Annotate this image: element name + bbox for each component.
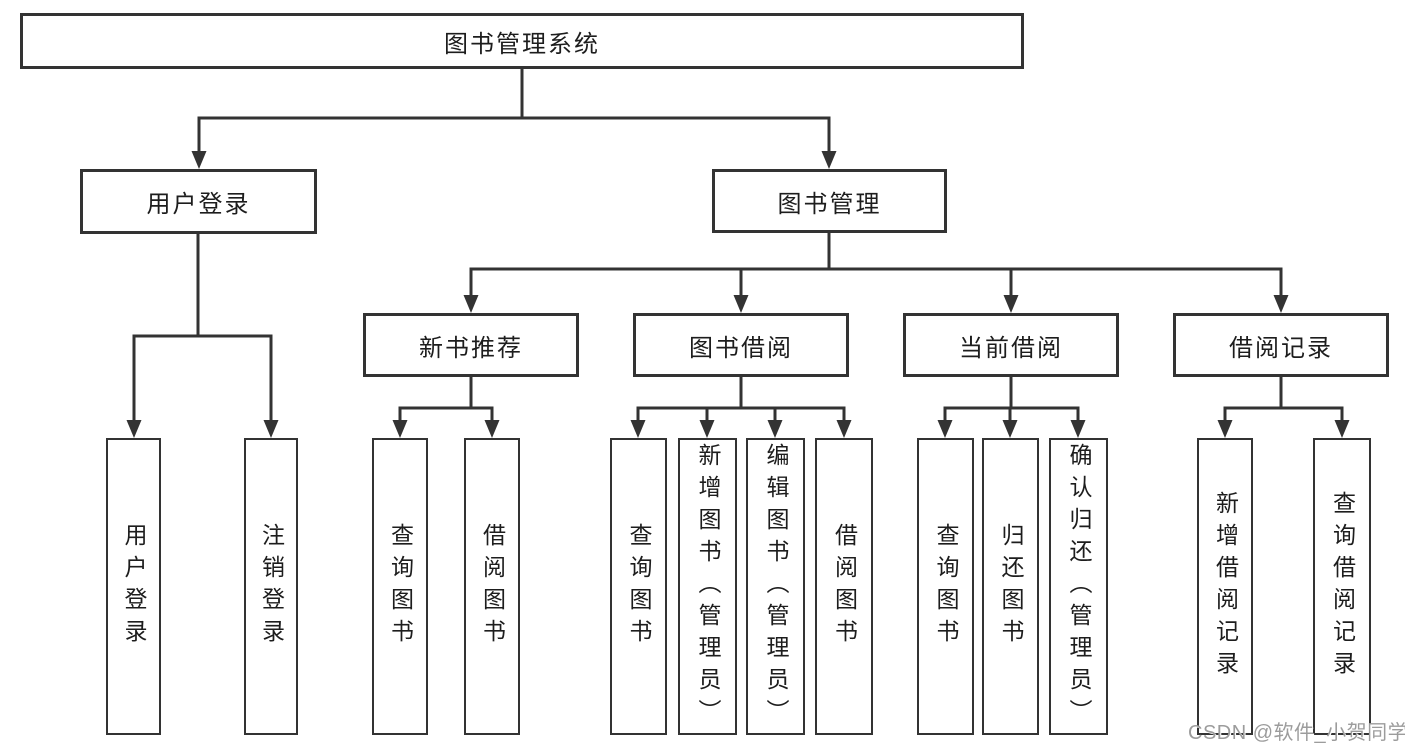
leaf-query-borrow-record: 查询借阅记录 <box>1313 438 1371 735</box>
leaf-return-books: 归还图书 <box>982 438 1039 735</box>
leaf-borrow-books-borrowing: 借阅图书 <box>815 438 873 735</box>
connector-borrowing-records-to-leaves <box>1217 377 1350 438</box>
leaf-add-borrow-record: 新增借阅记录 <box>1197 438 1253 735</box>
node-book-management: 图书管理 <box>712 169 947 233</box>
node-new-book-recommend: 新书推荐 <box>363 313 579 377</box>
connector-root-to-level2 <box>191 69 837 169</box>
leaf-confirm-return-admin: 确认归还（管理员） <box>1049 438 1108 735</box>
connector-new-book-recommend-to-leaves <box>392 377 500 438</box>
leaf-query-books-recommend: 查询图书 <box>372 438 428 735</box>
connector-book-management-to-level3 <box>463 233 1289 313</box>
node-current-borrowing: 当前借阅 <box>903 313 1119 377</box>
leaf-edit-books-admin: 编辑图书（管理员） <box>746 438 805 735</box>
node-book-borrowing: 图书借阅 <box>633 313 849 377</box>
node-borrowing-records: 借阅记录 <box>1173 313 1389 377</box>
connector-user-login-to-leaves <box>126 234 279 438</box>
leaf-user-login: 用户登录 <box>106 438 161 735</box>
leaf-logout: 注销登录 <box>244 438 298 735</box>
watermark: CSDN @软件_小贺同学 <box>1188 722 1405 744</box>
node-library-management-system: 图书管理系统 <box>20 13 1024 69</box>
node-user-login: 用户登录 <box>80 169 317 234</box>
connector-book-borrowing-to-leaves <box>630 377 852 438</box>
connector-current-borrowing-to-leaves <box>937 377 1086 438</box>
leaf-borrow-books-recommend: 借阅图书 <box>464 438 520 735</box>
leaf-add-books-admin: 新增图书（管理员） <box>678 438 737 735</box>
leaf-query-books-borrowing: 查询图书 <box>610 438 667 735</box>
leaf-query-books-current: 查询图书 <box>917 438 974 735</box>
